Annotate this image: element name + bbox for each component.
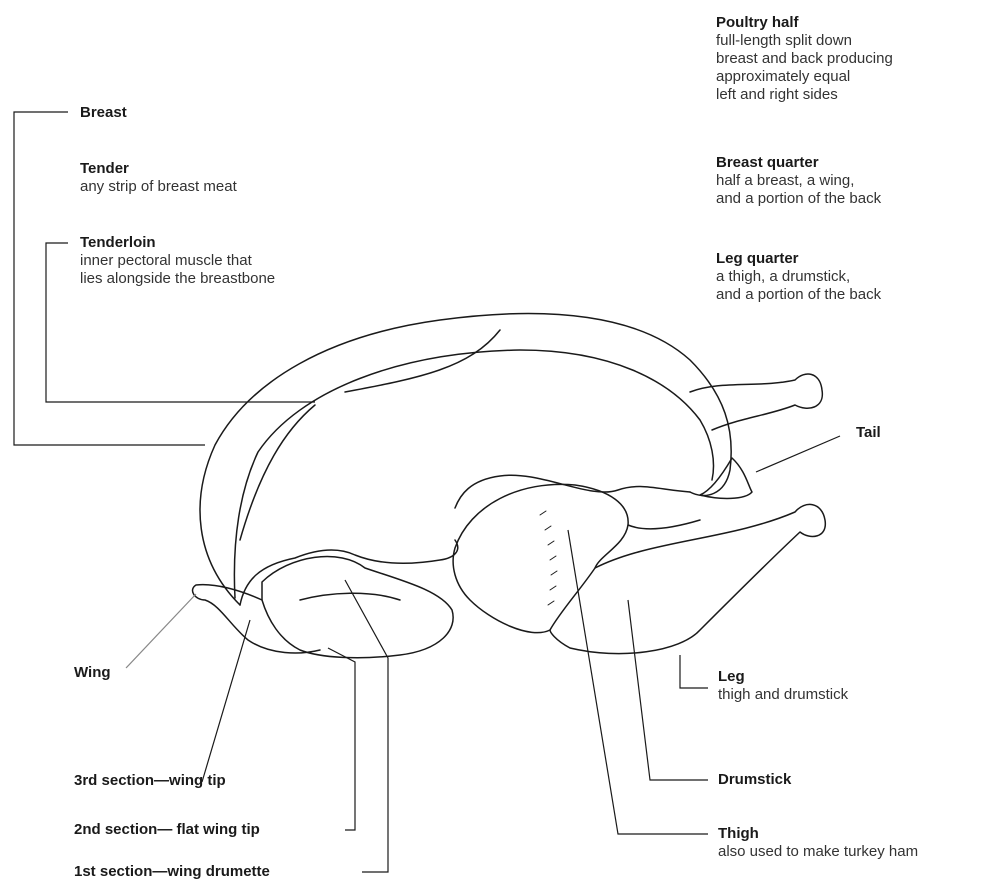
breast-quarter-label: Breast quarter half a breast, a wing, an… [716,154,881,208]
tenderloin-label: Tenderloin inner pectoral muscle that li… [80,234,275,288]
thigh-drum-seam [628,520,700,529]
thigh-texture [540,511,557,605]
tender-title: Tender [80,160,237,178]
leg-quarter-desc-1: a thigh, a drumstick, [716,268,881,286]
breast-title: Breast [80,104,127,122]
wing-joint-line [300,593,400,600]
leg-label: Leg thigh and drumstick [718,668,848,704]
wing-tip-leader [202,620,250,782]
poultry-half-desc-1: full-length split down [716,32,893,50]
drumstick-title: Drumstick [718,771,791,789]
tenderloin-desc-1: inner pectoral muscle that [80,252,275,270]
poultry-half-desc-3: approximately equal [716,68,893,86]
drumstick-leader [628,600,708,780]
leg-leader [680,655,708,688]
tail-label: Tail [856,424,881,442]
breast-inner-line [234,350,713,598]
wing-title: Wing [74,664,111,682]
tender-desc-1: any strip of breast meat [80,178,237,196]
leg-quarter-desc-2: and a portion of the back [716,286,881,304]
leg-quarter-title: Leg quarter [716,250,881,268]
tenderloin-desc-2: lies alongside the breastbone [80,270,275,288]
tenderloin-edge [240,405,315,540]
drumstick-outline [550,504,825,653]
thigh-outline [453,484,628,632]
drumstick-label: Drumstick [718,771,791,789]
wing-drumette-label: 1st section—wing drumette [74,863,270,881]
wing-drumette-leader [345,580,388,872]
breast-label: Breast [80,104,127,122]
leg-desc-1: thigh and drumstick [718,686,848,704]
flat-wing-tip-label: 2nd section— flat wing tip [74,821,260,839]
wing-tip-label: 3rd section—wing tip [74,772,226,790]
poultry-half-title: Poultry half [716,14,893,32]
wing-drumette-title: 1st section—wing drumette [74,863,270,881]
breast-split-line [345,330,500,392]
leg-quarter-label: Leg quarter a thigh, a drumstick, and a … [716,250,881,304]
wing-label: Wing [74,664,111,682]
thigh-title: Thigh [718,825,918,843]
tail-title: Tail [856,424,881,442]
leg-title: Leg [718,668,848,686]
flat-wing-tip-leader [328,648,355,830]
breast-quarter-desc-2: and a portion of the back [716,190,881,208]
breast-quarter-desc-1: half a breast, a wing, [716,172,881,190]
poultry-half-desc-4: left and right sides [716,86,893,104]
tail-leader [756,436,840,472]
back-line [455,475,690,508]
thigh-desc-1: also used to make turkey ham [718,843,918,861]
wing-flat-outline [193,585,320,653]
wing-tip-title: 3rd section—wing tip [74,772,226,790]
wing-leader [126,594,196,668]
tail-shape [700,458,752,498]
tender-label: Tender any strip of breast meat [80,160,237,196]
poultry-half-label: Poultry half full-length split down brea… [716,14,893,104]
breast-quarter-title: Breast quarter [716,154,881,172]
poultry-half-desc-2: breast and back producing [716,50,893,68]
thigh-label: Thigh also used to make turkey ham [718,825,918,861]
tenderloin-title: Tenderloin [80,234,275,252]
flat-wing-tip-title: 2nd section— flat wing tip [74,821,260,839]
wing-drumette-outline [262,557,453,658]
